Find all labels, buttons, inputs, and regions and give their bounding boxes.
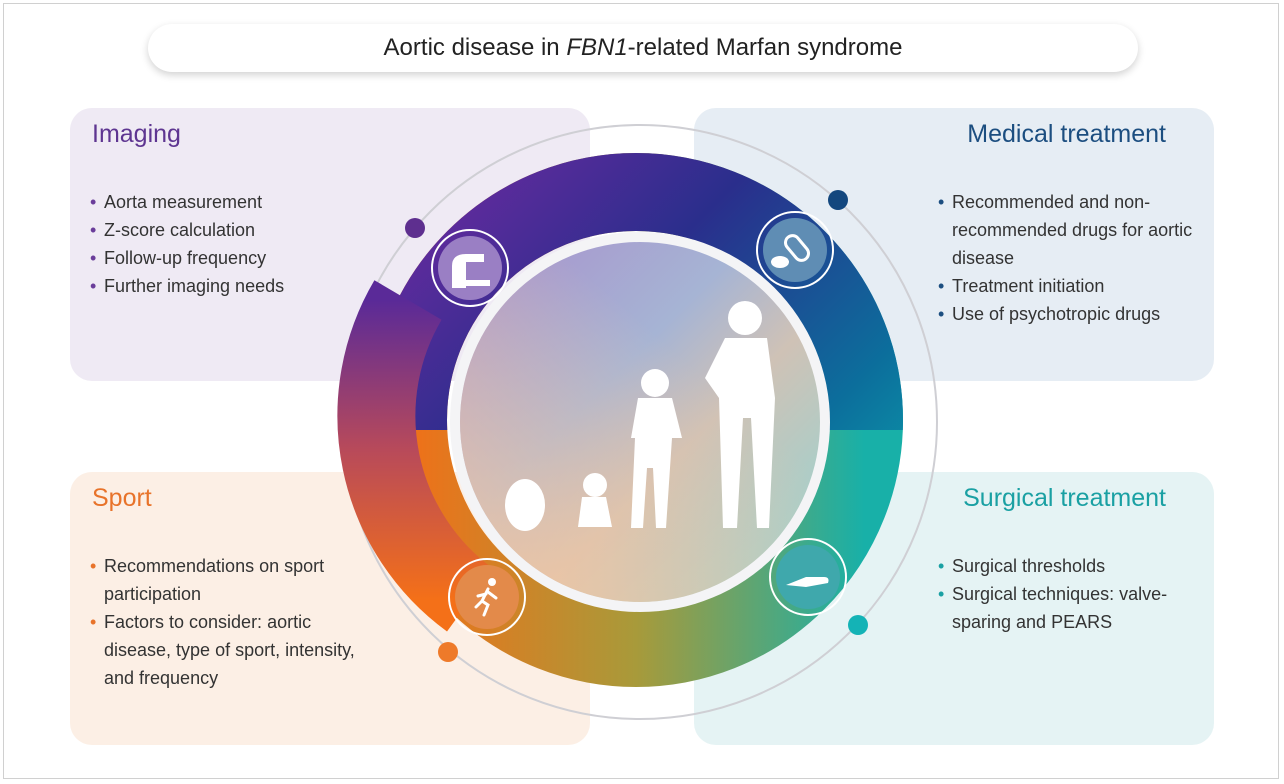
medical-heading: Medical treatment (967, 120, 1166, 148)
list-item: Recommendations on sport participation (90, 552, 380, 608)
surgical-dot (848, 615, 868, 635)
title-prefix: Aortic disease in (383, 34, 567, 61)
gradient-ring-left (337, 280, 494, 632)
list-item: Treatment initiation (938, 272, 1198, 300)
list-item: Z-score calculation (90, 216, 370, 244)
list-item: Factors to consider: aortic disease, typ… (90, 608, 380, 692)
list-item: Surgical thresholds (938, 552, 1198, 580)
sport-heading: Sport (92, 484, 152, 512)
page-title: Aortic disease in FBN1-related Marfan sy… (148, 24, 1138, 72)
imaging-dot (405, 218, 425, 238)
imaging-scanner-icon (431, 229, 509, 307)
list-item: Recommended and non-recommended drugs fo… (938, 188, 1198, 272)
surgical-heading: Surgical treatment (963, 484, 1166, 512)
list-item: Use of psychotropic drugs (938, 300, 1198, 328)
figure-frame (3, 3, 1279, 779)
title-gene: FBN1 (566, 34, 628, 61)
list-item: Aorta measurement (90, 188, 370, 216)
list-item: Further imaging needs (90, 272, 370, 300)
scalpel-hand-icon (769, 538, 847, 616)
list-item: Follow-up frequency (90, 244, 370, 272)
running-person-icon (448, 558, 526, 636)
family-silhouette-icon (505, 301, 775, 531)
imaging-heading: Imaging (92, 120, 181, 148)
list-item: Surgical techniques: valve-sparing and P… (938, 580, 1198, 636)
sport-dot (438, 642, 458, 662)
medical-dot (828, 190, 848, 210)
pills-icon (756, 211, 834, 289)
title-suffix: -related Marfan syndrome (627, 34, 903, 61)
